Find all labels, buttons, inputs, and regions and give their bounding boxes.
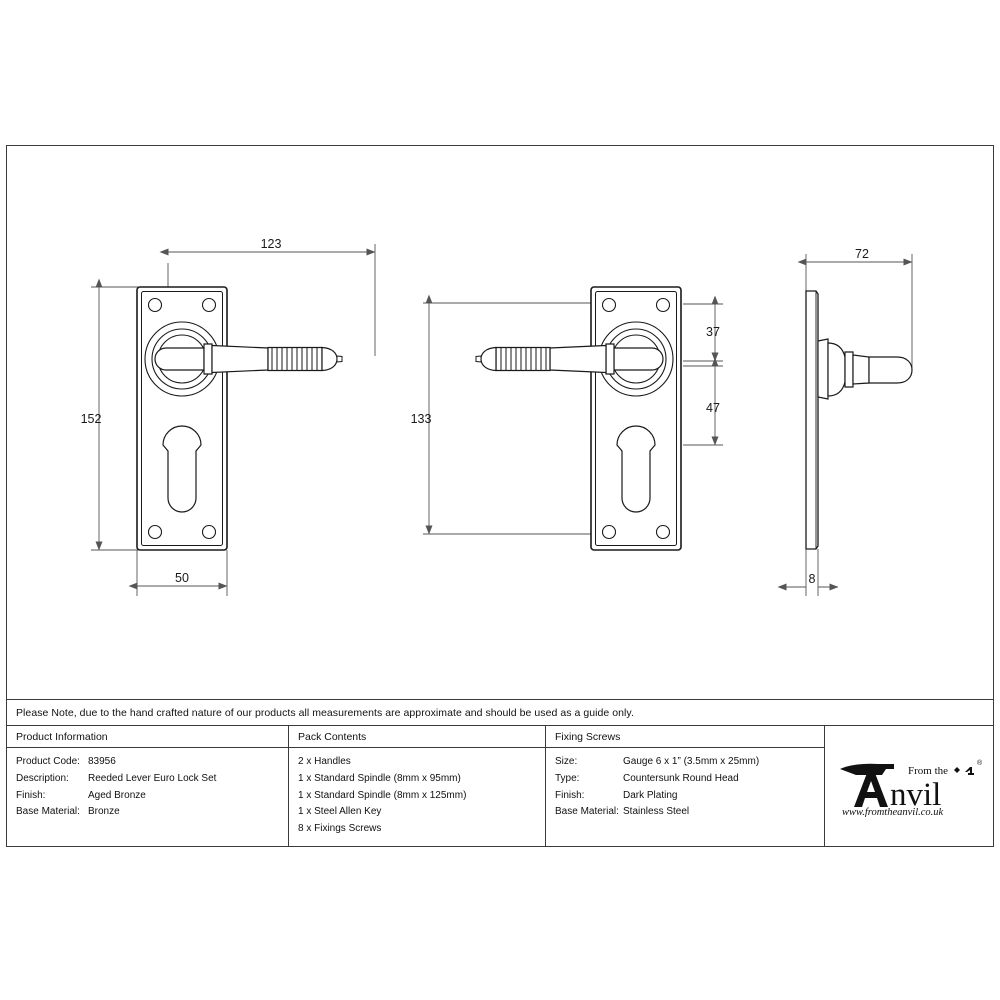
logo-numeral-one	[965, 767, 974, 775]
spec-label: Description:	[16, 772, 69, 784]
info-table: Product Information Product Code: 83956 …	[7, 726, 993, 846]
spec-row: Size: Gauge 6 x 1” (3.5mm x 25mm)	[555, 754, 824, 771]
pack-item: 1 x Standard Spindle (8mm x 125mm)	[298, 789, 467, 801]
dimension-50-label: 50	[175, 571, 189, 585]
spec-label: Finish:	[555, 789, 585, 801]
spec-row: Base Material: Bronze	[16, 804, 288, 821]
drawing-frame: 123 152 50	[6, 145, 994, 847]
view-front-left-hand: 133 37 47	[411, 286, 723, 551]
logo-from-the: From the	[908, 765, 948, 777]
product-information-column: Product Information Product Code: 83956 …	[7, 726, 289, 846]
reeded-lever-middle-view	[475, 321, 674, 397]
anvil-icon	[840, 763, 894, 775]
from-the-anvil-logo: nvil From the ® www.fromtheanvil.co.uk	[834, 755, 984, 817]
spec-value: Stainless Steel	[623, 806, 690, 818]
spec-value: 83956	[88, 756, 116, 767]
dimension-72-label: 72	[855, 247, 869, 261]
spec-label: Base Material:	[555, 806, 619, 818]
dimension-152-label: 152	[81, 412, 102, 426]
logo-website: www.fromtheanvil.co.uk	[842, 807, 944, 817]
spec-row: Base Material: Stainless Steel	[555, 804, 824, 821]
spec-row: Type: Countersunk Round Head	[555, 771, 824, 788]
dimension-8-label: 8	[809, 572, 816, 586]
dimension-152	[91, 278, 145, 551]
dimension-50	[128, 550, 228, 596]
view-front-right-hand: 123 152 50	[81, 237, 376, 596]
spec-label: Base Material:	[16, 806, 80, 818]
spec-row: Product Code: 83956	[16, 754, 288, 771]
dimension-8	[777, 549, 839, 596]
reeded-lever-left-view	[144, 321, 343, 397]
spec-row: Description: Reeded Lever Euro Lock Set	[16, 771, 288, 788]
note-text: Please Note, due to the hand crafted nat…	[16, 706, 634, 719]
drawing-area: 123 152 50	[7, 146, 993, 699]
dimension-133-label: 133	[411, 412, 432, 426]
technical-drawing-svg: 123 152 50	[81, 237, 913, 596]
pack-contents-body: 2 x Handles 1 x Standard Spindle (8mm x …	[289, 748, 545, 846]
dimension-47	[683, 357, 723, 446]
product-information-header: Product Information	[7, 726, 288, 748]
backplate-side-view	[805, 290, 819, 550]
pack-contents-column: Pack Contents 2 x Handles 1 x Standard S…	[289, 726, 546, 846]
fixing-screws-body: Size: Gauge 6 x 1” (3.5mm x 25mm) Type: …	[546, 748, 824, 846]
spec-value: Aged Bronze	[88, 789, 146, 801]
logo-registered-mark: ®	[977, 759, 983, 767]
dimension-133	[423, 294, 591, 535]
fixing-screws-column: Fixing Screws Size: Gauge 6 x 1” (3.5mm …	[546, 726, 825, 846]
pack-item: 8 x Fixings Screws	[298, 823, 382, 835]
spec-row: Finish: Aged Bronze	[16, 788, 288, 805]
dimension-37-label: 37	[706, 325, 720, 339]
spec-value: Bronze	[88, 806, 120, 818]
spec-value: Reeded Lever Euro Lock Set	[88, 772, 217, 784]
spec-label: Size:	[555, 756, 578, 767]
pack-item: 2 x Handles	[298, 756, 351, 767]
pack-contents-header: Pack Contents	[289, 726, 545, 748]
dimension-47-label: 47	[706, 401, 720, 415]
pack-item: 1 x Standard Spindle (8mm x 95mm)	[298, 772, 461, 784]
spec-label: Product Code:	[16, 756, 80, 767]
fixing-screws-header: Fixing Screws	[546, 726, 824, 748]
logo-letter-a	[854, 773, 888, 807]
anvil-logo-svg: nvil From the ® www.fromtheanvil.co.uk	[840, 759, 983, 817]
spec-value: Dark Plating	[623, 789, 678, 801]
spec-label: Finish:	[16, 789, 46, 801]
logo-diamond-icon	[954, 767, 960, 773]
note-row: Please Note, due to the hand crafted nat…	[7, 699, 993, 726]
brand-logo-column: nvil From the ® www.fromtheanvil.co.uk	[825, 726, 993, 846]
spec-value: Gauge 6 x 1” (3.5mm x 25mm)	[623, 756, 760, 767]
dimension-123-label: 123	[261, 237, 282, 251]
logo-word-anvil-tail: nvil	[890, 777, 941, 813]
lever-side-profile	[817, 338, 913, 400]
view-side: 72	[777, 247, 913, 596]
spec-row: Finish: Dark Plating	[555, 788, 824, 805]
spec-label: Type:	[555, 772, 580, 784]
pack-item: 1 x Steel Allen Key	[298, 806, 382, 818]
spec-value: Countersunk Round Head	[623, 772, 739, 784]
dimension-72	[797, 254, 913, 368]
product-information-body: Product Code: 83956 Description: Reeded …	[7, 748, 288, 846]
